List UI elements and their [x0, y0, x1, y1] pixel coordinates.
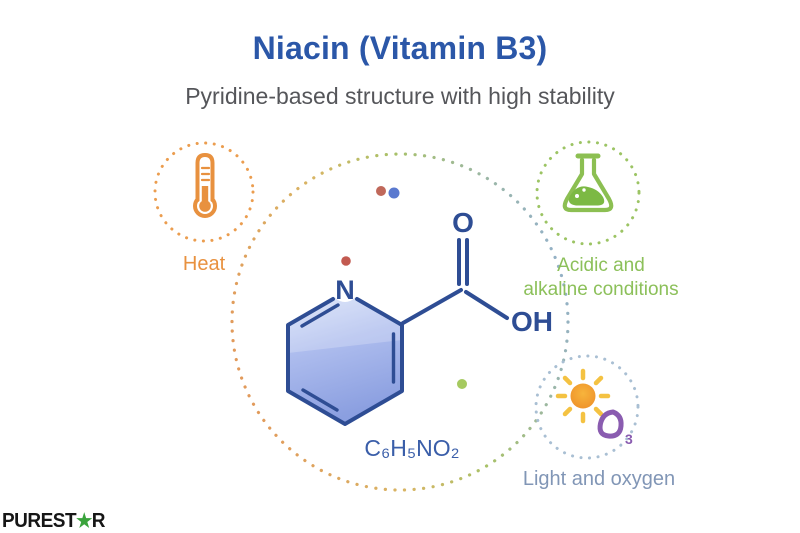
pyridine-ring: N: [286, 275, 404, 426]
page-title: Niacin (Vitamin B3): [252, 30, 548, 66]
purestar-logo: PUREST★R: [2, 510, 105, 533]
red-dot-left: [341, 256, 351, 266]
logo-text-right: R: [91, 510, 106, 533]
nitrogen-label: N: [335, 275, 355, 305]
sun-icon: [555, 368, 611, 424]
logo-text-left: PUREST: [2, 510, 77, 533]
carboxyl-group: O OH: [401, 207, 553, 337]
ring-double-bonds: [300, 303, 396, 412]
star-icon: ★: [76, 510, 92, 531]
acid-label-line1: Acidic and: [557, 255, 645, 276]
ozone-icon: 3: [597, 409, 633, 447]
acid-label: Acidic and alkaline conditions: [495, 254, 707, 302]
thermometer-icon: [193, 152, 217, 218]
acid-label-line2: alkaline conditions: [523, 279, 679, 300]
heat-label: Heat: [182, 253, 226, 275]
green-dot-right: [457, 379, 467, 389]
heat-circle: [153, 141, 255, 243]
hydroxyl-label: OH: [511, 306, 553, 337]
molecule-formula: C₆H₅NO₂: [364, 435, 460, 461]
red-dot-top: [376, 186, 386, 196]
blue-dot-top: [388, 187, 400, 199]
light-label: Light and oxygen: [522, 468, 676, 490]
stability-ring: [230, 152, 570, 492]
page-subtitle: Pyridine-based structure with high stabi…: [185, 83, 615, 109]
oxygen-label: O: [452, 207, 474, 238]
flask-icon: [562, 153, 614, 213]
acid-circle: [535, 140, 641, 246]
light-circle: [534, 354, 640, 460]
ozone-subscript: 3: [625, 431, 633, 447]
